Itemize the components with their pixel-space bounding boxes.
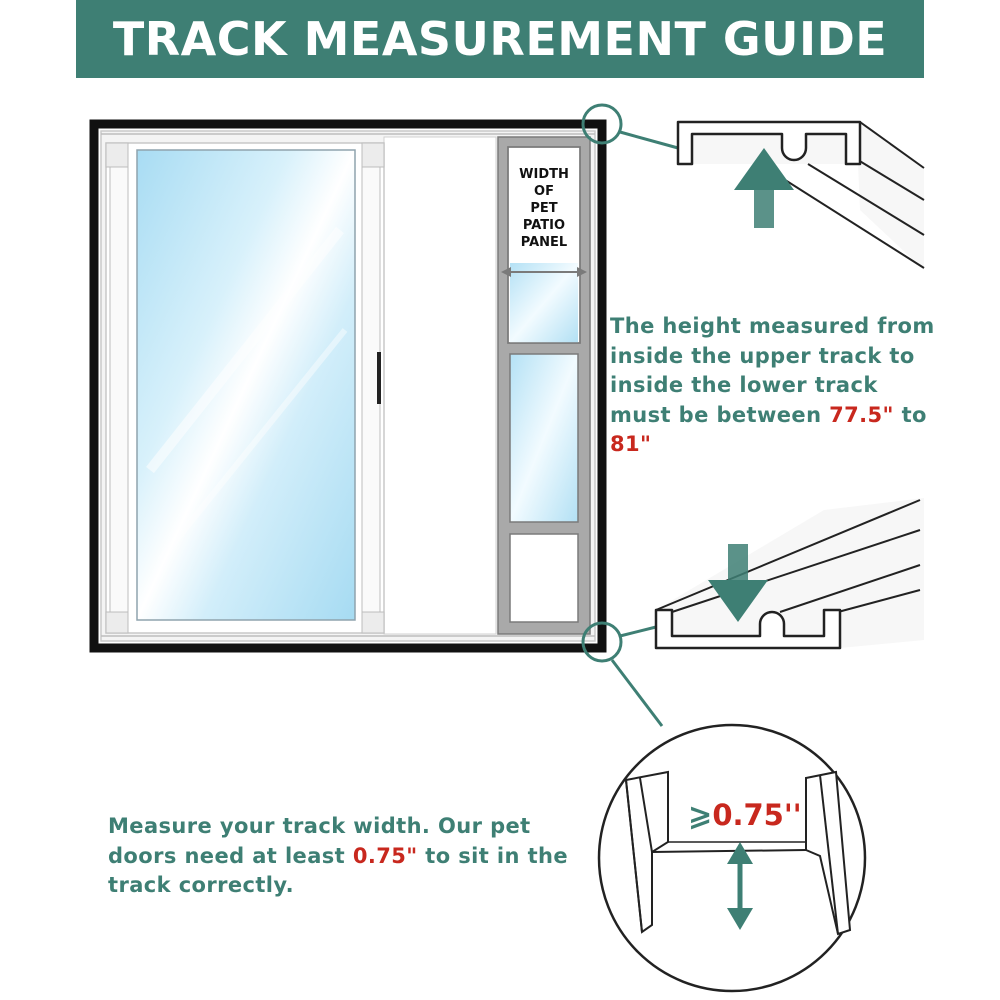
panel-label-line: PATIO — [522, 218, 566, 233]
lower-track-illustration — [654, 498, 924, 650]
height-max-value: 81" — [610, 432, 652, 456]
title-banner: TRACK MEASUREMENT GUIDE — [76, 0, 924, 78]
callout-leaders — [581, 103, 679, 727]
sliding-glass-panel — [105, 142, 385, 634]
pet-patio-panel — [497, 136, 591, 635]
panel-label-line: OF — [534, 184, 554, 199]
width-note-text: Measure your track width. Our pet doors … — [108, 814, 531, 868]
height-min-value: 77.5" — [829, 402, 894, 427]
height-note-text: The height measured from inside the uppe… — [610, 314, 935, 427]
greater-equal-icon: ⩾ — [688, 798, 713, 832]
width-note-text-after: to sit in the track correctly. — [108, 843, 569, 898]
up-arrow-icon — [734, 148, 794, 228]
track-width-detail — [597, 723, 867, 993]
width-min-value: 0.75" — [352, 843, 418, 868]
track-width-measurement: ⩾0.75'' — [688, 798, 802, 832]
upper-track-illustration — [676, 120, 925, 270]
width-requirement-note: Measure your track width. Our pet doors … — [108, 812, 598, 901]
pet-panel-width-label: WIDTH OF PET PATIO PANEL — [506, 166, 582, 251]
panel-label-line: WIDTH — [519, 167, 569, 182]
panel-label-line: PET — [530, 201, 558, 216]
page-title: TRACK MEASUREMENT GUIDE — [112, 12, 888, 66]
track-width-value: 0.75'' — [712, 798, 802, 832]
door-handle — [377, 352, 381, 404]
panel-label-line: PANEL — [520, 235, 568, 250]
down-arrow-icon — [708, 544, 768, 622]
height-requirement-note: The height measured from inside the uppe… — [610, 312, 940, 460]
height-note-connector: to — [893, 402, 927, 427]
